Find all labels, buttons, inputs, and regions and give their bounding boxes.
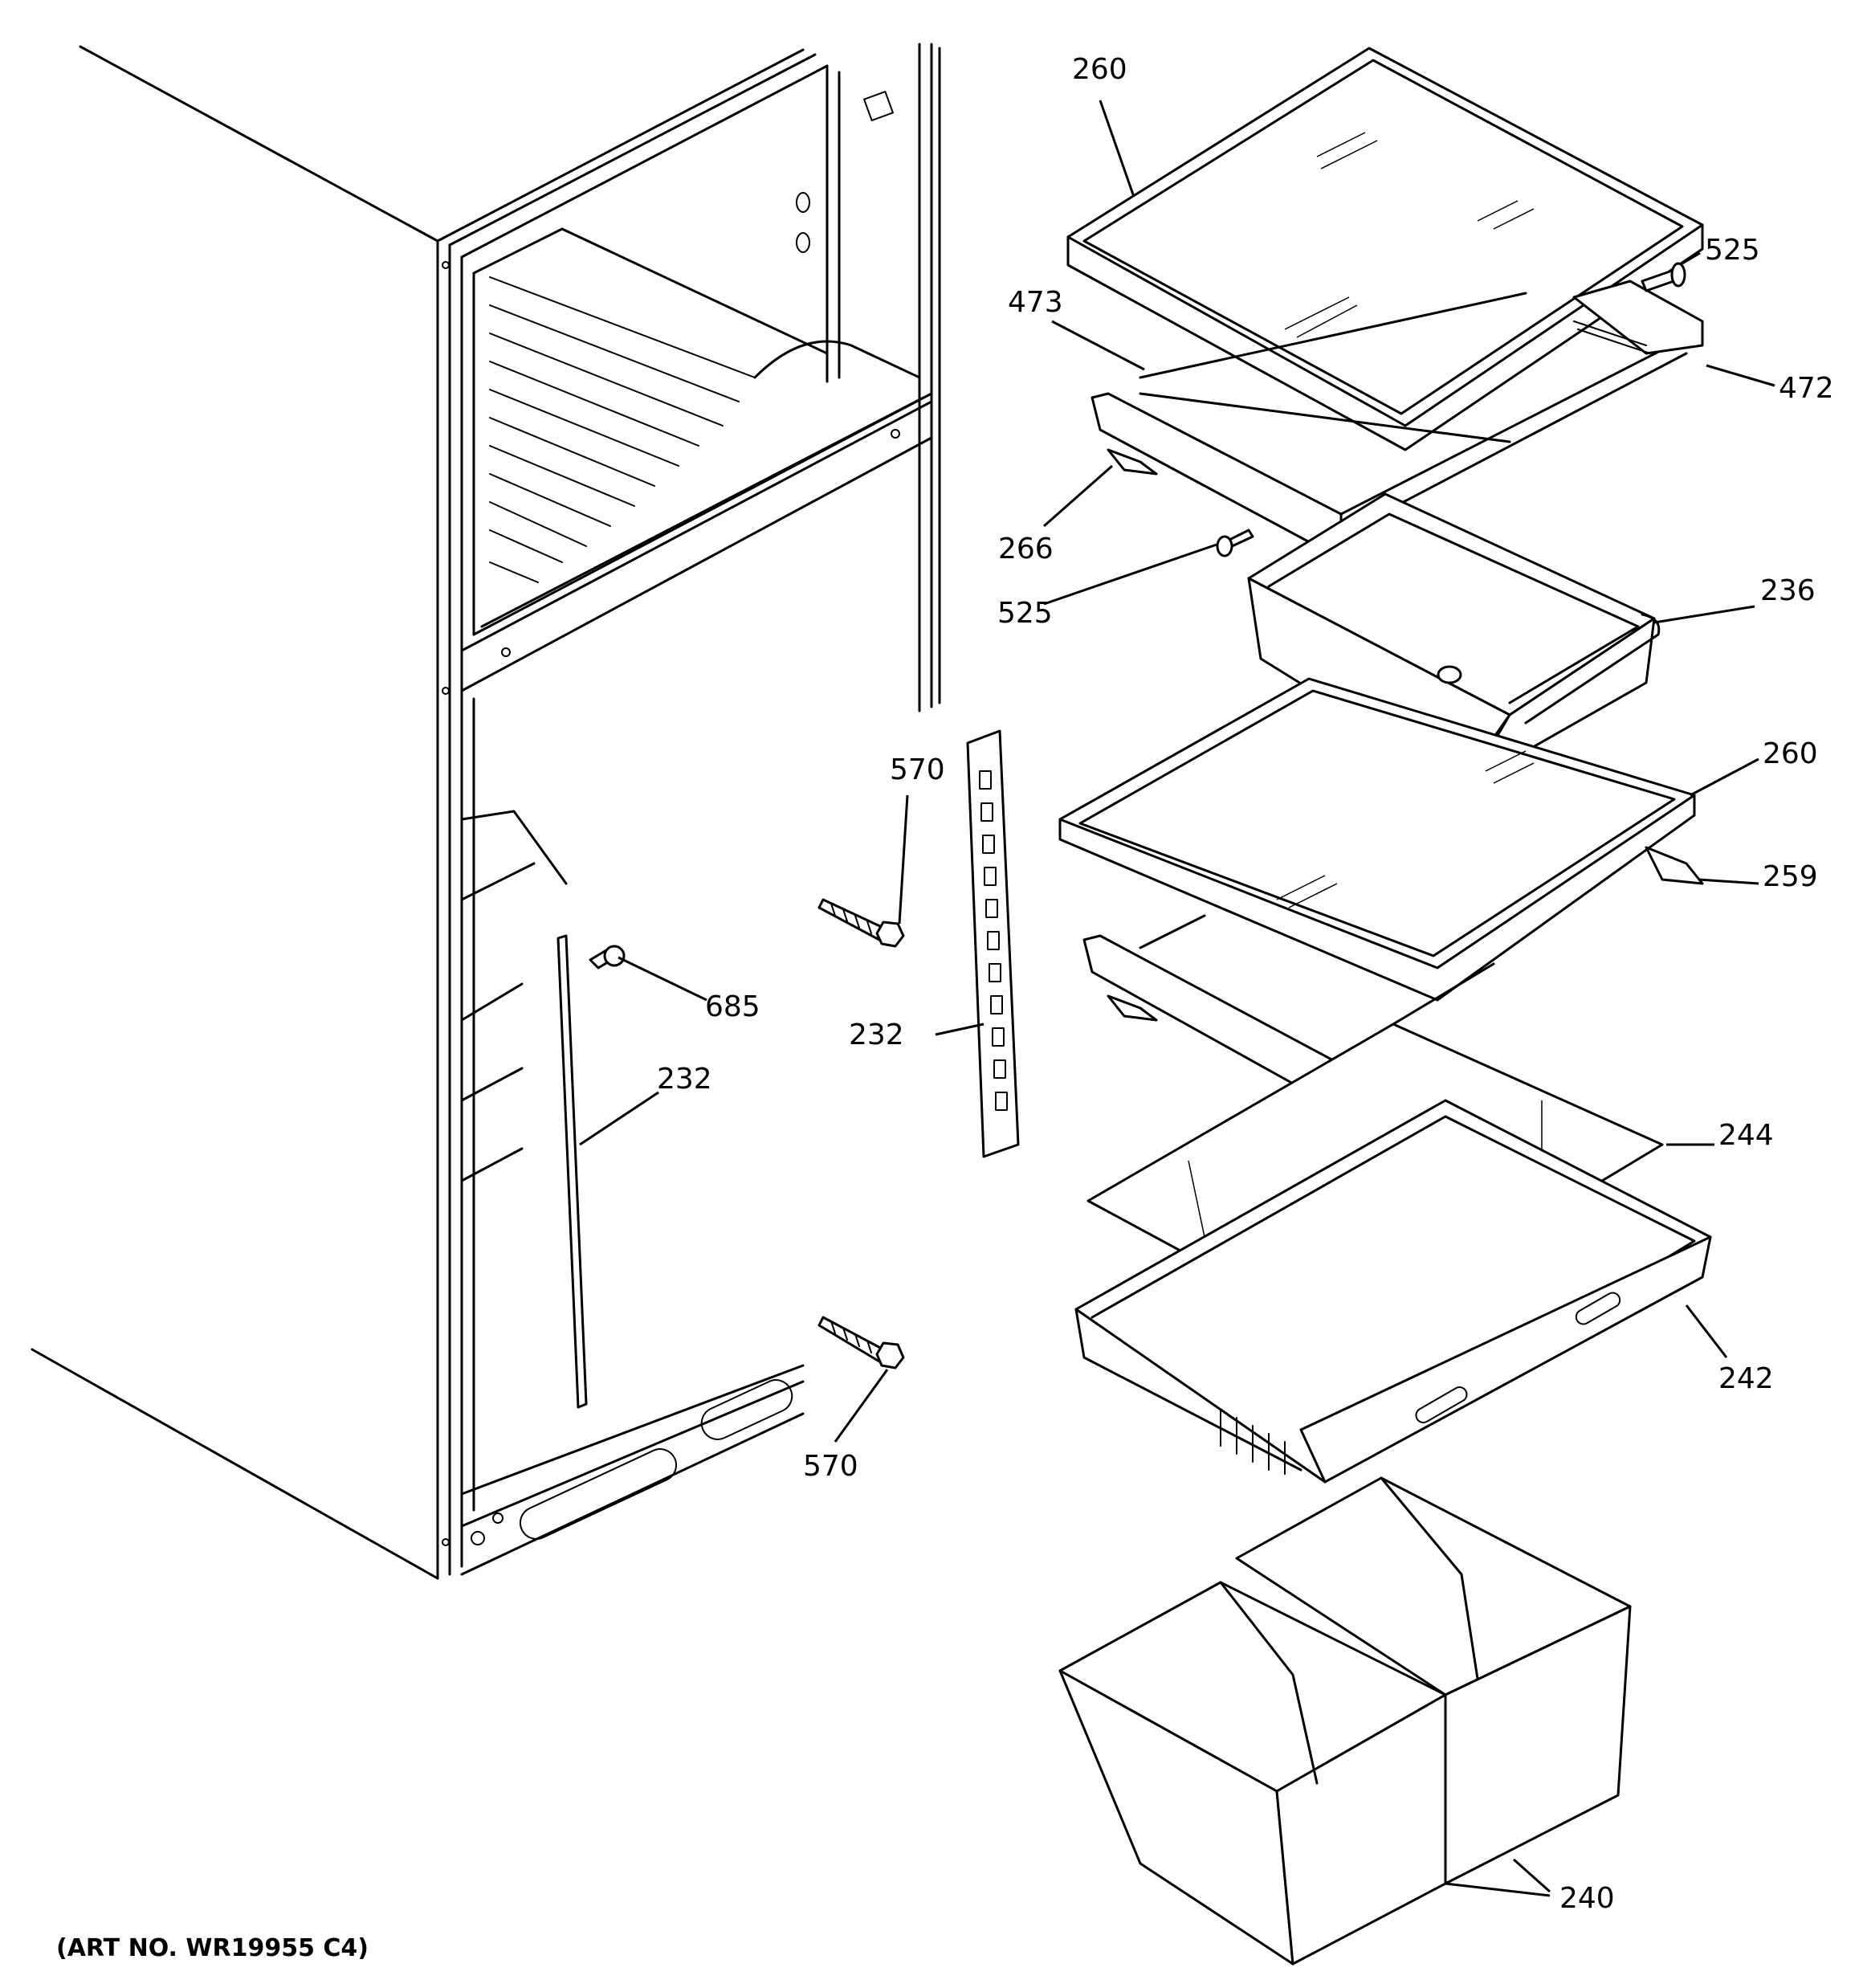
callout-570-bottom: 570	[803, 1450, 858, 1483]
callout-labels: 260 525 473 472 266 525 236 260 259 570 …	[657, 53, 1834, 1915]
callout-266: 266	[998, 533, 1054, 565]
callout-259: 259	[1763, 860, 1818, 893]
callout-244: 244	[1718, 1119, 1774, 1152]
art-number: (ART NO. WR19955 C4)	[56, 1934, 369, 1962]
screw-570-top	[817, 898, 905, 948]
crisper-vents	[1220, 1409, 1286, 1475]
glass-shelf-260-middle	[1058, 677, 1696, 1002]
callout-236: 236	[1760, 574, 1816, 607]
screw-525-right	[1641, 262, 1686, 292]
crisper-drawer-240-right	[1235, 1476, 1632, 1885]
callout-260-top: 260	[1072, 53, 1127, 86]
crisper-drawer-240-left	[1058, 1581, 1447, 1966]
screw-525-left	[1216, 529, 1254, 557]
callout-472: 472	[1779, 372, 1834, 405]
refrigerator-cabinet	[31, 43, 941, 1580]
callout-525-right: 525	[1705, 234, 1760, 267]
freezer-floor-ridges	[489, 276, 756, 583]
screw-570-bottom	[817, 1316, 905, 1370]
screw-685	[589, 945, 626, 970]
shelf-rail-232-right	[966, 729, 1020, 1158]
rail-slots	[979, 770, 1008, 1111]
leader-lines	[579, 100, 1775, 1897]
callout-242: 242	[1718, 1362, 1774, 1395]
callout-570-top: 570	[890, 753, 945, 786]
callout-240: 240	[1559, 1882, 1615, 1915]
callout-473: 473	[1008, 286, 1063, 319]
shelf-rail-232-left	[556, 934, 588, 1409]
callout-232-left: 232	[657, 1063, 712, 1096]
crisper-pan-frame-242	[1074, 1099, 1712, 1484]
callout-232-right: 232	[849, 1018, 904, 1051]
shelf-frame-266	[1090, 280, 1704, 548]
callout-685: 685	[705, 990, 760, 1023]
callout-260-middle: 260	[1763, 737, 1818, 770]
glass-shelf-260-top	[1066, 47, 1704, 451]
callout-525-left: 525	[997, 597, 1053, 630]
